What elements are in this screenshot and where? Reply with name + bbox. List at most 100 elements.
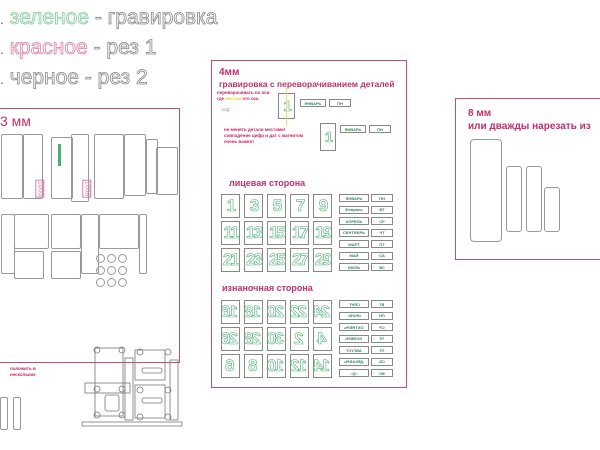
number-tile: 26 [221, 327, 240, 351]
cut-part [156, 147, 178, 195]
day-label: ПТ [371, 346, 393, 354]
panel-8mm: 8 мм или дважды нарезать из [455, 98, 600, 260]
engrave-label: 1000 [82, 179, 92, 198]
cut-part [23, 134, 43, 199]
cut-part [81, 214, 99, 274]
month-label: ДЕКАБРЬ [339, 357, 369, 366]
legend-item: . черное - рез 2 [0, 66, 217, 96]
number-tile: 11 [221, 221, 240, 245]
legend-description: - гравировка [89, 6, 218, 30]
number-tile: 29 [313, 248, 332, 272]
number-tile: 28 [244, 327, 263, 351]
warning-note: не менять детали местами! совпадение циф… [224, 127, 304, 144]
bullet: . [0, 11, 4, 27]
number-tile: 1 [221, 194, 240, 218]
number-tile: 20 [267, 300, 286, 324]
large-part [470, 139, 502, 242]
number-tile: 23 [244, 248, 263, 272]
panel-title: гравировка с переворачиванием деталей [219, 79, 395, 89]
month-label: ЯНВАРЬ [339, 194, 369, 202]
month-label: ИЮЛЬ [339, 263, 369, 271]
cut-part [94, 134, 124, 199]
day-label: СР [371, 217, 393, 225]
month-label: НОЯБРЬ [339, 334, 369, 343]
engrave-mark [58, 144, 61, 166]
number-tile: 16 [221, 300, 240, 324]
cut-part [71, 134, 89, 202]
round-part [96, 278, 105, 287]
legend-item: . зеленое - гравировка [0, 6, 218, 36]
cut-part [51, 214, 81, 249]
number-tile: 4 [313, 327, 332, 351]
number-tile: 27 [290, 248, 309, 272]
legend-color-word: черное [9, 66, 79, 90]
day-label: ПН [371, 194, 393, 202]
bullet: . [0, 71, 4, 87]
small-part [544, 187, 560, 232]
month-label: АПРЕЛЬ [339, 217, 369, 225]
medium-part [506, 166, 522, 232]
day-label: ВС [371, 263, 393, 271]
month-label: МАЙ [339, 251, 369, 260]
cut-part [124, 134, 146, 196]
number-tile: 17 [290, 221, 309, 245]
round-part [118, 254, 127, 263]
legend-color-word: зеленое [9, 6, 89, 30]
number-tile: 25 [267, 248, 286, 272]
medium-part [526, 166, 542, 232]
round-part [96, 266, 105, 275]
month-label: СЕНТЯБРЬ [339, 228, 369, 237]
legend-description: - рез 1 [87, 36, 157, 60]
small-part [0, 397, 8, 430]
legend-item: . красное - рез 1 [0, 36, 217, 66]
cut-part [139, 214, 147, 274]
day-label: ЧТ [371, 334, 393, 343]
arrow-right-icon: ⇨ [222, 105, 231, 116]
sample-digit-tile: 1 [320, 123, 336, 151]
cut-part [51, 137, 73, 199]
cut-part [14, 214, 49, 249]
round-part [118, 278, 127, 287]
round-part [96, 254, 105, 263]
legend-color-word: красное [9, 36, 88, 60]
number-tile: 8 [244, 354, 263, 378]
month-label: МАРТ [339, 240, 369, 248]
cut-part [1, 134, 23, 199]
month-label: ○◎○ [339, 369, 369, 377]
cut-part [99, 214, 139, 249]
number-tile: 9 [313, 194, 332, 218]
flip-axis [286, 88, 287, 126]
month-label: АВГУСТ [339, 346, 369, 354]
panel-title: или дважды нарезать из [468, 121, 591, 132]
round-part [107, 266, 116, 275]
number-tile: 7 [290, 194, 309, 218]
number-tile: 10 [267, 354, 286, 378]
number-tile: 12 [290, 354, 309, 378]
number-tile: 13 [244, 221, 263, 245]
number-tile: 5 [267, 194, 286, 218]
round-part [107, 254, 116, 263]
round-part [107, 278, 116, 287]
day-label: ЧТ [371, 228, 393, 237]
month-label: ОКТЯБРЬ [339, 323, 369, 331]
day-label: СБ [371, 357, 393, 366]
panel-3mm-title: 3 мм [0, 113, 31, 129]
back-side-title: изнаночная сторона [222, 283, 313, 293]
number-tile: 15 [267, 221, 286, 245]
front-side-title: лицевая сторона [229, 178, 306, 188]
day-label: ВС [371, 369, 393, 377]
cut-part [14, 251, 44, 279]
sample-day: ПН [329, 99, 351, 107]
cut-part [51, 251, 81, 279]
assembly-drawing [81, 346, 183, 427]
day-label: ВТ [371, 205, 393, 214]
month-label: Февраль [339, 205, 369, 214]
legend-description: - рез 2 [79, 66, 148, 90]
cut-part [146, 139, 158, 194]
number-tile: 24 [313, 300, 332, 324]
number-tile: 6 [221, 354, 240, 378]
sample-month: ЯНВАРЬ [300, 99, 326, 107]
number-tile: 22 [290, 300, 309, 324]
